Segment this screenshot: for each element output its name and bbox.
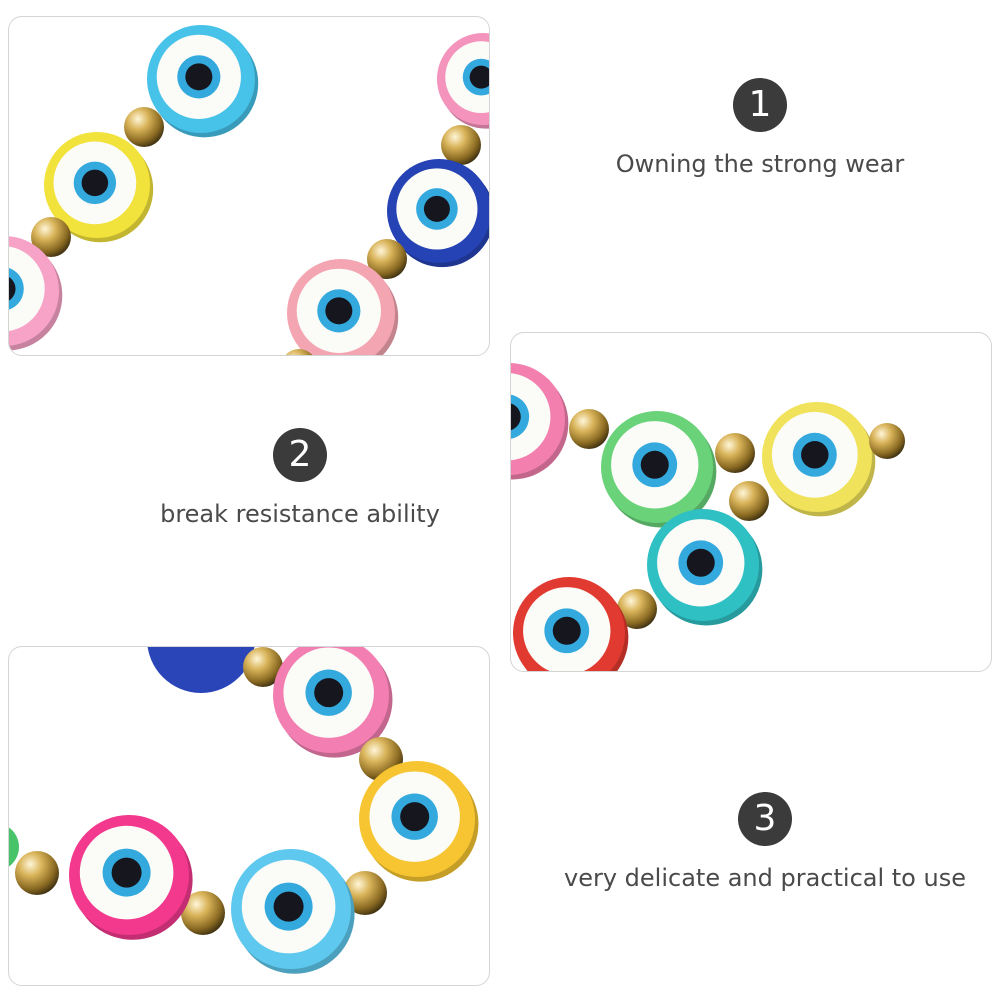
evil-eye-bead [513,577,629,671]
clay-bead [9,827,19,867]
product-photo-2 [510,332,992,672]
evil-eye-bead [287,259,399,355]
gold-spacer-bead [729,481,769,521]
bead-bracelet-illustration [9,647,479,974]
feature-2: 2 break resistance ability [100,428,500,528]
evil-eye-bead [511,363,569,480]
number-badge: 2 [273,428,327,482]
evil-eye-bead [44,132,154,243]
feature-caption: very delicate and practical to use [564,864,966,892]
gold-spacer-bead [367,239,407,279]
evil-eye-bead [273,647,393,758]
evil-eye-bead [762,402,876,517]
gold-spacer-bead [441,125,481,165]
gold-spacer-bead [715,433,755,473]
gold-spacer-bead [181,891,225,935]
gold-spacer-bead [285,349,313,355]
gold-spacer-bead [15,851,59,895]
evil-eye-bead [601,411,717,528]
feature-caption: Owning the strong wear [615,150,905,178]
feature-caption: break resistance ability [160,500,440,528]
gold-spacer-bead [869,423,905,459]
gold-spacer-bead [617,589,657,629]
clay-bead [147,647,255,693]
evil-eye-bead [437,33,489,129]
gold-spacer-bead [31,217,71,257]
evil-eye-bead [647,509,763,626]
gold-spacer-bead [569,409,609,449]
evil-eye-bead [147,25,259,138]
gold-spacer-bead [343,871,387,915]
gold-spacer-bead [124,107,164,147]
number-badge: 1 [733,78,787,132]
bead-bracelet-illustration [9,25,489,355]
gold-spacer-bead [243,647,283,687]
evil-eye-bead [231,849,355,974]
bead-bracelet-illustration [511,363,905,671]
evil-eye-bead [9,236,63,351]
evil-eye-bead [387,159,489,268]
product-photo-1 [8,16,490,356]
evil-eye-bead [359,761,479,882]
evil-eye-bead [69,815,193,940]
feature-1: 1 Owning the strong wear [560,78,960,178]
feature-3: 3 very delicate and practical to use [540,792,990,892]
number-badge: 3 [738,792,792,846]
product-photo-3 [8,646,490,986]
